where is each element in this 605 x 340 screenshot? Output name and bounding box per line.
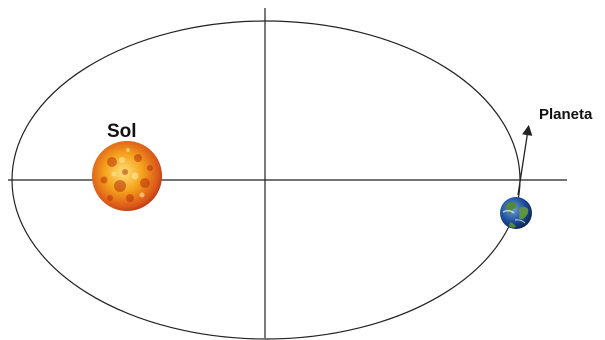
planet-label: Planeta — [539, 106, 593, 123]
sun-label: Sol — [107, 121, 137, 142]
velocity-arrow — [518, 130, 528, 195]
sun-icon — [92, 141, 162, 211]
earth-icon — [500, 197, 532, 229]
